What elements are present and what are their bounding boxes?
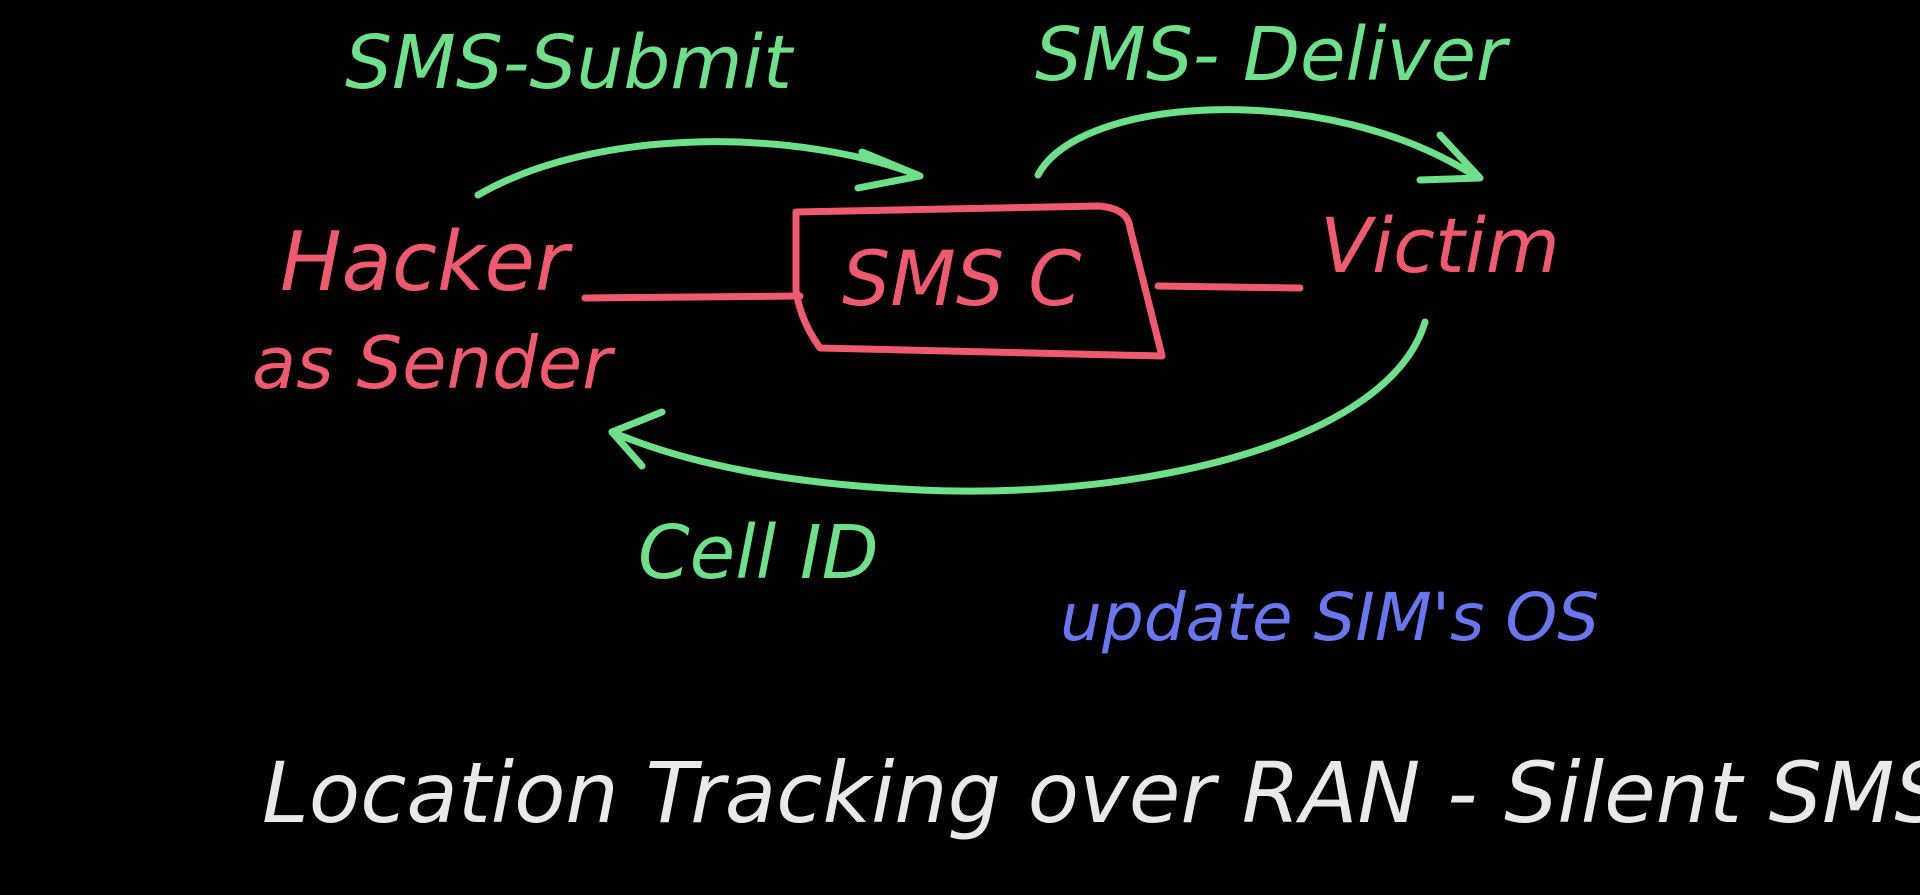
cell-id-label: Cell ID xyxy=(638,510,879,596)
smsc-box xyxy=(792,202,1166,360)
smsc-victim-link xyxy=(1154,282,1304,292)
hacker-label: Hacker xyxy=(280,215,573,310)
smsc-label: SMS C xyxy=(842,234,1081,323)
victim-label: Victim xyxy=(1320,201,1560,290)
smsc-node: SMS C xyxy=(792,202,1166,360)
hacker-smsc-link xyxy=(581,292,804,302)
arrow-cell-id xyxy=(608,318,1429,495)
sms-submit-label: SMS-Submit xyxy=(345,20,795,106)
arrow-sms-submit xyxy=(474,138,924,199)
arrow-sms-deliver xyxy=(1034,106,1484,184)
update-sim-os-note: update SIM's OS xyxy=(1060,579,1599,656)
hacker-sender-label: as Sender xyxy=(252,321,616,405)
diagram-title: Location Tracking over RAN - Silent SMS xyxy=(262,744,1920,842)
sms-deliver-label: SMS- Deliver xyxy=(1035,12,1511,98)
